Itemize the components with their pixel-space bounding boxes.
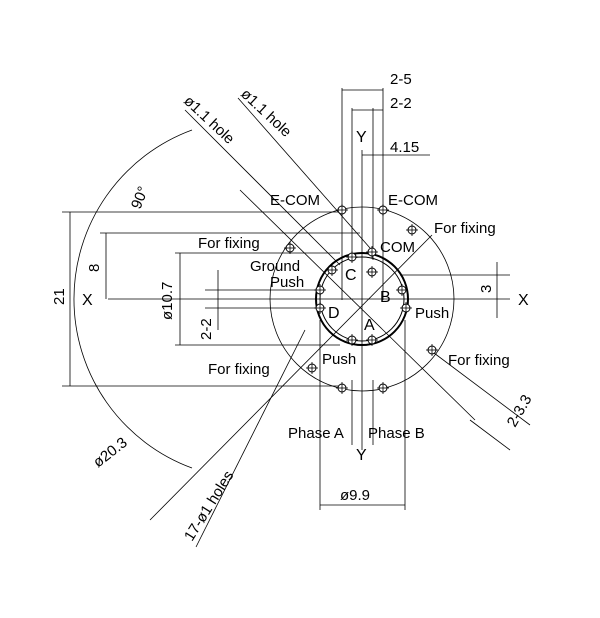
dim-hole-b-label: ø1.1 hole <box>237 85 294 140</box>
dim-17-holes-label: 17-ø1 holes <box>181 468 237 544</box>
diagonal-leader-sw <box>195 329 306 548</box>
dim-y-top-label: Y <box>356 129 367 146</box>
hole-e-com-left <box>336 204 348 216</box>
dim-3-label: 3 <box>478 285 495 293</box>
a-label: A <box>364 317 375 334</box>
dim-2-2-label: 2-2 <box>390 95 412 112</box>
hole-c-2 <box>366 266 378 278</box>
hole-phase-a <box>336 382 348 394</box>
dim-8-label: 8 <box>86 264 103 272</box>
y-bottom-label: Y <box>356 447 367 464</box>
dim-10-7-label: ø10.7 <box>159 282 176 320</box>
diagonal-ne-sw <box>149 234 433 521</box>
dim-2-5-label: 2-5 <box>390 71 412 88</box>
push-top-label: Push <box>270 274 304 291</box>
hole-fixing-left <box>284 242 296 254</box>
hole-com <box>366 246 378 258</box>
hole-push-bottom <box>346 334 358 346</box>
push-bottom-label: Push <box>322 351 356 368</box>
fixing-bottom-right-label: For fixing <box>448 352 510 369</box>
dim-20-3-label: ø20.3 <box>90 434 131 471</box>
hole-fixing-bottom-right <box>426 344 438 356</box>
dim-2-3-3-label: 2-3.3 <box>504 392 536 430</box>
dim-9-9-label: ø9.9 <box>340 487 370 504</box>
x-left-label: X <box>82 292 93 309</box>
hole-push-right <box>400 302 412 314</box>
hole-b-1 <box>396 284 408 296</box>
hole-fixing-bottom-left <box>306 362 318 374</box>
b-label: B <box>380 289 391 306</box>
diagonal-nw-se <box>239 189 476 421</box>
dim-21-label: 21 <box>51 288 68 305</box>
ground-label: Ground <box>250 258 300 275</box>
leader-ground <box>184 109 341 266</box>
hole-phase-b <box>377 382 389 394</box>
hole-push-top <box>314 284 326 296</box>
arc-90-degree <box>73 129 193 469</box>
dim-2-3-3-line-2 <box>469 419 511 451</box>
dim-2-3-3-line <box>429 349 531 426</box>
hole-ground <box>326 264 338 276</box>
hole-c-1 <box>346 251 358 263</box>
hole-a <box>366 334 378 346</box>
hole-d <box>314 302 326 314</box>
phase-a-label: Phase A <box>288 425 344 442</box>
fixing-left-label: For fixing <box>198 235 260 252</box>
push-right-label: Push <box>415 305 449 322</box>
dim-90-label: 90° <box>128 184 152 211</box>
leader-hole-b <box>237 97 371 249</box>
e-com-right-label: E-COM <box>388 192 438 209</box>
d-label: D <box>328 305 340 322</box>
phase-b-label: Phase B <box>368 425 425 442</box>
dim-2-2-left-label: 2-2 <box>198 318 215 340</box>
dim-4-15-label: 4.15 <box>390 139 419 156</box>
x-right-label: X <box>518 292 529 309</box>
hole-e-com-right <box>377 204 389 216</box>
fixing-top-right-label: For fixing <box>434 220 496 237</box>
dim-hole-a-label: ø1.1 hole <box>180 92 237 147</box>
com-label: COM <box>380 239 415 256</box>
holes <box>284 204 438 394</box>
fixing-bottom-left-label: For fixing <box>208 361 270 378</box>
c-label: C <box>345 267 357 284</box>
e-com-left-label: E-COM <box>270 192 320 209</box>
hole-fixing-top-right <box>406 224 418 236</box>
